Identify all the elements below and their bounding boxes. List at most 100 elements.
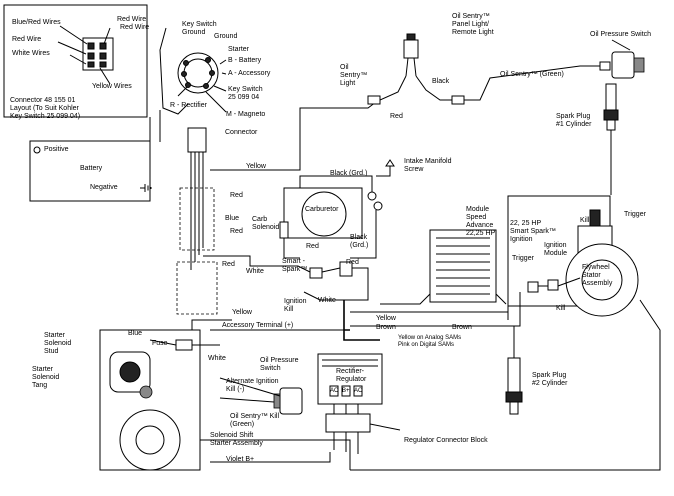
carburetor-icon [301, 191, 347, 237]
black-wire-label: Black [432, 78, 450, 85]
oil-sentry-kill-label: Oil Sentry™ Kill (Green) [230, 413, 280, 428]
blue-wire-label: Blue [128, 330, 143, 337]
fuse-icon [175, 339, 193, 351]
smart-spark-ignition-label: 22, 25 HP Smart Spark™ Ignition [510, 220, 556, 243]
oil-sentry-panel-light-icon [403, 33, 419, 77]
key-switch-terminal: Starter [228, 46, 250, 53]
starter-stud-label: Starter Solenoid Stud [44, 332, 72, 355]
alt-ignition-kill-label: Alternate Ignition Kill (-) [226, 378, 279, 393]
brown-wire-label: Brown [376, 324, 396, 331]
inset-wire-label: White Wires [12, 50, 50, 57]
inset-wire-label: Red Wire [120, 24, 150, 31]
black-wire-plug [451, 95, 465, 105]
white-wire-label: White [318, 297, 336, 304]
key-switch-title: Key Switch 25 099 04 [228, 86, 263, 101]
red-wire-label: Red [306, 243, 319, 250]
white-wire-label: White [208, 355, 226, 362]
red-connector [339, 261, 353, 277]
rectifier-regulator-icon [317, 353, 383, 405]
flywheel-icon [565, 243, 639, 317]
yellow-wire-label: Yellow [232, 309, 252, 316]
oil-pressure-switch-icon-2 [273, 387, 303, 415]
yellow-note-label: Yellow on Analog SAMs Pink on Digital SA… [398, 335, 462, 348]
black-grd-label-2: Black (Grd.) [350, 234, 369, 249]
solenoid-shift-label: Solenoid Shift Starter Assembly [210, 432, 263, 447]
oil-sentry-panel-label: Oil Sentry™ Panel Light/ Remote Light [452, 13, 494, 36]
regulator-connector-block-icon [325, 413, 371, 433]
connector-note: Connector 48 155 01 Layout (To Suit Kohl… [10, 97, 81, 120]
intake-screw-label: Intake Manifold Screw [404, 158, 452, 173]
oil-sentry-green-label: Oil Sentry™ (Green) [500, 71, 564, 78]
key-switch-ground-label: Key Switch Ground [182, 21, 217, 36]
intake-screw-icon [385, 159, 395, 167]
connector-plug-icon [82, 37, 114, 71]
key-switch-terminal: A - Accessory [228, 70, 271, 77]
red-wire-label: Red [222, 261, 235, 268]
black-grd-label: Black (Grd.) [330, 170, 368, 177]
key-switch-icon [177, 52, 219, 94]
red-wire-label: Red [346, 259, 359, 266]
starter-assembly-icon [99, 329, 201, 471]
ignition-kill-label: Ignition Kill [284, 298, 307, 313]
spark-plug-icon [603, 83, 619, 131]
main-connector-block [187, 127, 207, 153]
battery-title: Battery [80, 165, 103, 172]
smart-spark-label: Smart - Spark™ [282, 258, 308, 273]
spark-plug-1-label: Spark Plug #1 Cylinder [556, 113, 592, 128]
yellow-wire-label: Yellow [376, 315, 396, 322]
fuse-label: Fuse [152, 340, 168, 347]
battery-box [29, 140, 151, 202]
ignition-module-label: Ignition Module [544, 242, 567, 257]
key-switch-terminal: M - Magneto [226, 111, 266, 118]
inset-wire-label: Red Wire [117, 16, 147, 23]
carb-solenoid-label: Carb Solenoid [252, 216, 280, 231]
battery-positive-label: Positive [44, 146, 69, 153]
regulator-block-label: Regulator Connector Block [404, 437, 488, 444]
kill-label: Kill [556, 305, 566, 312]
inset-wire-label: Yellow Wires [92, 83, 132, 90]
connector-label: Connector [225, 129, 258, 136]
red-wire-label: Red [390, 113, 403, 120]
harness-dashed-box [179, 187, 215, 251]
flywheel-label: Flywheel Stator Assembly [582, 264, 613, 287]
red-wire-label: Red [230, 192, 243, 199]
rr-terminal-label: AC [330, 388, 339, 394]
rr-terminal-label: B+ [342, 388, 350, 394]
battery-negative-label: Negative [90, 184, 118, 191]
inset-wire-label: Blue/Red Wires [12, 19, 61, 26]
connector-inset-box [3, 4, 148, 118]
carburetor-label: Carburetor [305, 206, 339, 213]
rectifier-regulator-label: Rectifier- Regulator [336, 368, 367, 383]
rr-terminal-label: AC [354, 388, 363, 394]
inset-wire-label: Red Wire [12, 36, 42, 43]
ground-symbol-icon [140, 184, 152, 192]
carb-solenoid-icon [279, 221, 289, 239]
trigger-label: Trigger [624, 211, 646, 218]
oil-pressure-switch-icon [611, 51, 645, 79]
kill-label: Kill [580, 217, 590, 224]
spark-plug-2-label: Spark Plug #2 Cylinder [532, 372, 568, 387]
harness-dashed-box-2 [176, 261, 218, 315]
oil-sentry-light-label: Oil Sentry™ Light [340, 64, 368, 87]
battery-positive-terminal [33, 146, 41, 154]
brown-wire-label: Brown [452, 324, 472, 331]
blue-wire-label: Blue [225, 215, 240, 222]
key-switch-terminal: B - Battery [228, 57, 262, 64]
spark-plug-icon-2 [505, 357, 523, 415]
white-wire-label: White [246, 268, 264, 275]
red-wire-label: Red [230, 228, 243, 235]
module-speed-advance-icon [429, 229, 497, 303]
smart-spark-plug [309, 267, 323, 279]
yellow-wire-label: Yellow [246, 163, 266, 170]
key-switch-terminal: R - Rectifier [170, 102, 207, 109]
starter-tang-label: Starter Solenoid Tang [32, 366, 60, 389]
violet-wire-label: Violet B+ [226, 456, 255, 463]
key-switch-terminal: Ground [214, 33, 238, 40]
oil-sentry-light-plug [367, 95, 381, 105]
trigger-label: Trigger [512, 255, 534, 262]
oil-pressure-switch-low-label: Oil Pressure Switch [260, 357, 299, 372]
accessory-terminal-label: Accessory Terminal (+) [222, 322, 294, 329]
module-speed-label: Module Speed Advance 22,25 HP [466, 206, 496, 237]
